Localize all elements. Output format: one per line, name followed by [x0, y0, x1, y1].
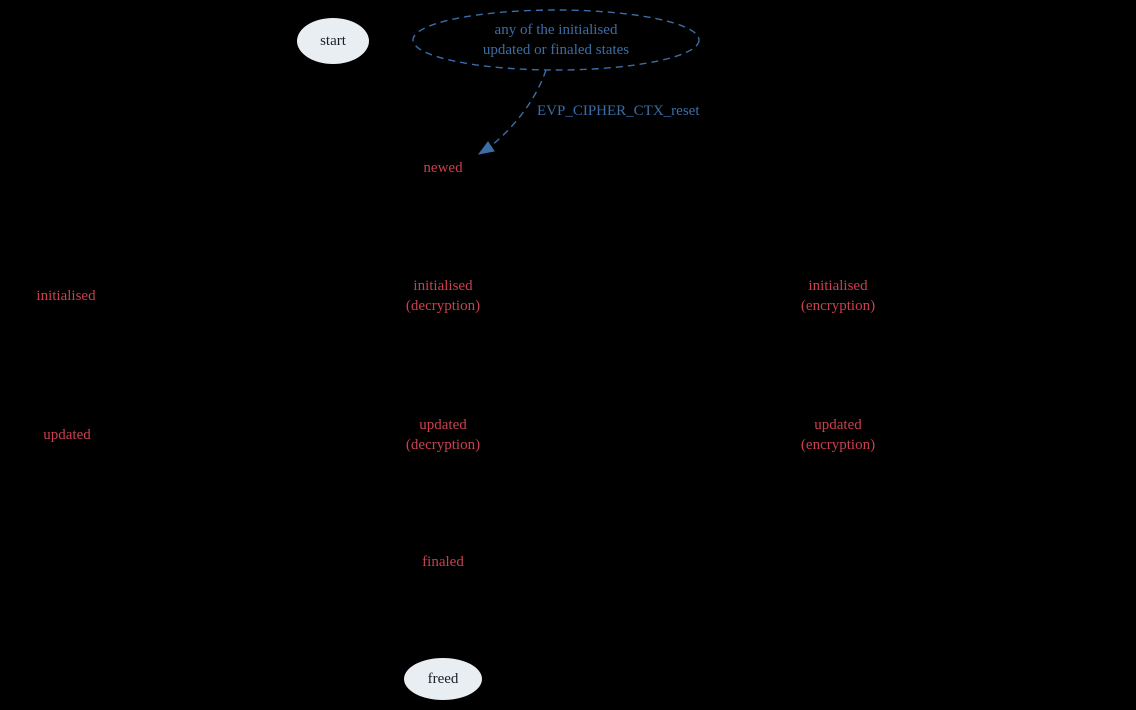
state-updated-encryption-line1: updated — [814, 417, 862, 433]
state-initialised-decryption: initialised (decryption) — [406, 276, 480, 316]
state-updated-encryption: updated (encryption) — [801, 415, 875, 455]
any-state-node-label: any of the initialised updated or finale… — [483, 20, 629, 60]
state-initialised-decryption-line2: (decryption) — [405, 298, 481, 314]
reset-edge-label: EVP_CIPHER_CTX_reset — [537, 103, 700, 119]
state-finaled-label: finaled — [422, 554, 464, 570]
freed-node-label: freed — [427, 670, 459, 687]
any-state-label-line2: updated or finaled states — [482, 42, 630, 58]
state-initialised-encryption-line2: (encryption) — [800, 298, 876, 314]
state-updated-encryption-line2: (encryption) — [800, 437, 876, 453]
any-state-label-line1: any of the initialised — [494, 22, 618, 38]
state-newed-label: newed — [423, 160, 463, 176]
state-updated: updated — [43, 425, 90, 445]
state-newed: newed — [423, 158, 462, 178]
start-node: start — [297, 18, 369, 64]
freed-node: freed — [404, 658, 482, 700]
state-initialised-encryption-line1: initialised — [808, 278, 868, 294]
state-initialised-decryption-line1: initialised — [413, 278, 473, 294]
any-state-ellipse-outline — [412, 9, 700, 71]
state-updated-decryption-line2: (decryption) — [405, 437, 481, 453]
start-node-label: start — [320, 32, 346, 49]
state-initialised: initialised — [36, 286, 95, 306]
state-finaled: finaled — [422, 552, 464, 572]
state-updated-decryption: updated (decryption) — [406, 415, 480, 455]
state-updated-decryption-line1: updated — [419, 417, 467, 433]
state-initialised-encryption: initialised (encryption) — [801, 276, 875, 316]
reset-arrow-path — [490, 69, 547, 147]
state-initialised-label: initialised — [36, 288, 96, 304]
state-updated-label: updated — [43, 427, 91, 443]
reset-arrowhead-icon — [477, 141, 495, 155]
